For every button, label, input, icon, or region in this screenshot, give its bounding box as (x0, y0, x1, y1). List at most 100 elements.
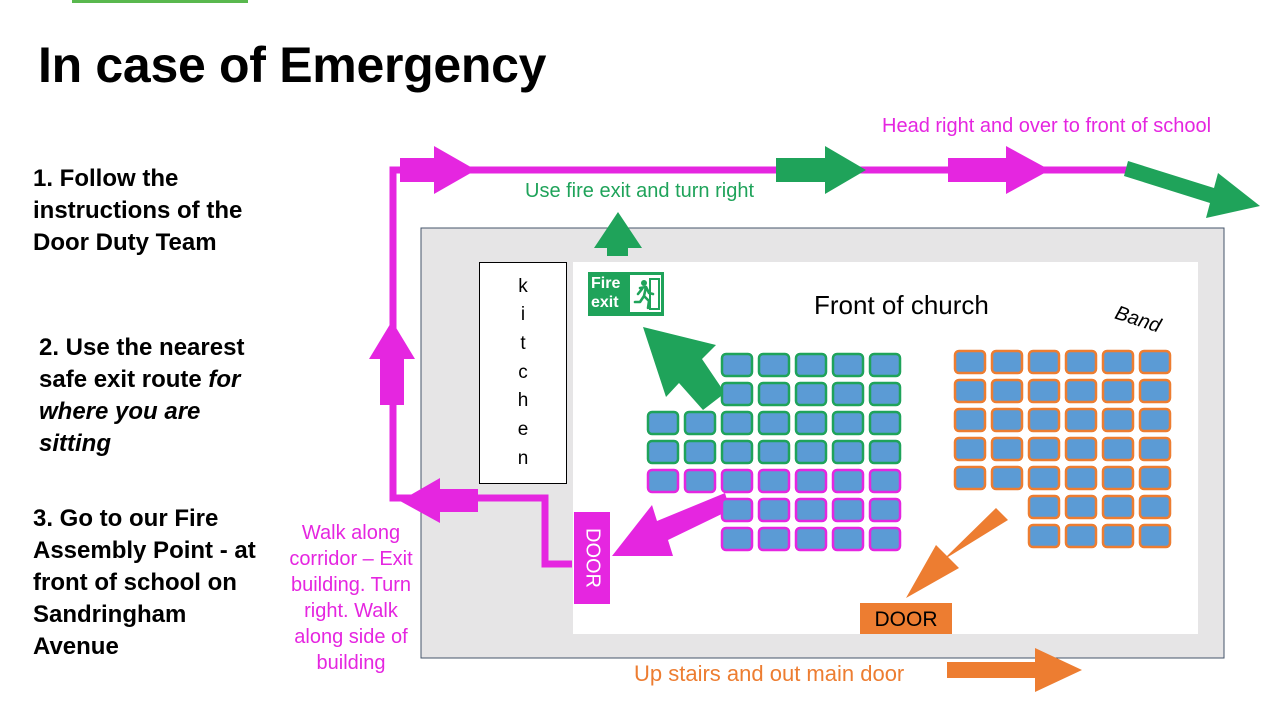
seat (868, 497, 902, 523)
front-of-church-label: Front of church (814, 290, 989, 320)
seat (953, 349, 987, 375)
seat (990, 378, 1024, 404)
seat (683, 410, 717, 436)
seat (1101, 465, 1135, 491)
fire-exit-sign-text: Fire exit (591, 274, 620, 312)
seat (868, 352, 902, 378)
seat (646, 468, 680, 494)
seat (1064, 378, 1098, 404)
seat (1138, 436, 1172, 462)
kitchen-letter: n (517, 447, 529, 469)
seat (990, 407, 1024, 433)
main-door: DOOR (860, 603, 952, 634)
seat (720, 497, 754, 523)
green-arrow-right-1 (776, 146, 866, 194)
fire-sign-line: exit (591, 294, 619, 311)
green-arrow-up (594, 212, 642, 256)
up-stairs-label: Up stairs and out main door (634, 661, 905, 686)
magenta-arrow-right-2 (948, 146, 1050, 194)
seat (1101, 494, 1135, 520)
seat (646, 439, 680, 465)
seat (1027, 407, 1061, 433)
kitchen-letter: e (517, 419, 529, 441)
seat (953, 465, 987, 491)
seat (794, 352, 828, 378)
magenta-arrow-up (369, 321, 415, 405)
seat (1138, 407, 1172, 433)
seat (1101, 378, 1135, 404)
seat (1101, 436, 1135, 462)
seat (831, 497, 865, 523)
magenta-arrow-to-door (612, 493, 730, 556)
seat (1064, 523, 1098, 549)
instruction-step-2: 2. Use the nearest safe exit route for w… (39, 332, 259, 460)
seat (868, 468, 902, 494)
head-right-label: Head right and over to front of school (882, 115, 1212, 137)
seat (1027, 378, 1061, 404)
kitchen-letter: k (518, 275, 528, 297)
seat (794, 468, 828, 494)
seat (720, 381, 754, 407)
seat (831, 439, 865, 465)
page-title: In case of Emergency (38, 37, 547, 93)
seat (1101, 349, 1135, 375)
instruction-step-3: 3. Go to our Fire Assembly Point - at fr… (33, 505, 256, 660)
seat (868, 439, 902, 465)
seat (831, 468, 865, 494)
seat (683, 439, 717, 465)
running-man-icon (630, 275, 661, 312)
seat (990, 349, 1024, 375)
seat (990, 436, 1024, 462)
magenta-route (369, 146, 1128, 568)
seat (1064, 494, 1098, 520)
seat (953, 407, 987, 433)
orange-route (906, 508, 1082, 692)
kitchen-letter: h (517, 390, 529, 412)
seat (1138, 378, 1172, 404)
seat (831, 526, 865, 552)
seat (720, 439, 754, 465)
left-seating-block (646, 352, 902, 552)
seat (1138, 465, 1172, 491)
seat (1027, 349, 1061, 375)
seat (794, 381, 828, 407)
seat (757, 526, 791, 552)
seat (831, 352, 865, 378)
seat (868, 526, 902, 552)
step-2-emphasis: for where you are sitting (39, 366, 241, 457)
step-2-text: 2. Use the nearest safe exit route (39, 334, 245, 393)
seat (1138, 494, 1172, 520)
seat (757, 381, 791, 407)
seat (720, 352, 754, 378)
seat (683, 468, 717, 494)
seat (831, 381, 865, 407)
seat (720, 410, 754, 436)
fire-exit-turn-label: Use fire exit and turn right (525, 180, 754, 202)
side-door-label: DOOR (581, 528, 604, 588)
seat (868, 381, 902, 407)
seat (757, 410, 791, 436)
magenta-arrow-left (400, 478, 478, 523)
seat (1101, 523, 1135, 549)
seat (757, 352, 791, 378)
seat (1138, 523, 1172, 549)
kitchen-room: k i t c h e n (479, 262, 567, 484)
walk-along-label: Walk along corridor – Exit building. Tur… (289, 522, 413, 674)
orange-arrow-right (947, 648, 1082, 692)
right-seating-block (953, 349, 1172, 549)
seat (757, 468, 791, 494)
seat (794, 526, 828, 552)
green-route (594, 146, 1260, 410)
orange-arrow-to-door (906, 508, 1008, 598)
seat (794, 497, 828, 523)
seat (757, 497, 791, 523)
fire-exit-sign: Fire exit (588, 272, 664, 316)
kitchen-letter: i (520, 304, 526, 326)
seat (1027, 465, 1061, 491)
green-arrow-to-exit (643, 327, 725, 410)
seat (720, 526, 754, 552)
seat (1064, 436, 1098, 462)
accent-bar (72, 0, 248, 3)
seat (868, 410, 902, 436)
